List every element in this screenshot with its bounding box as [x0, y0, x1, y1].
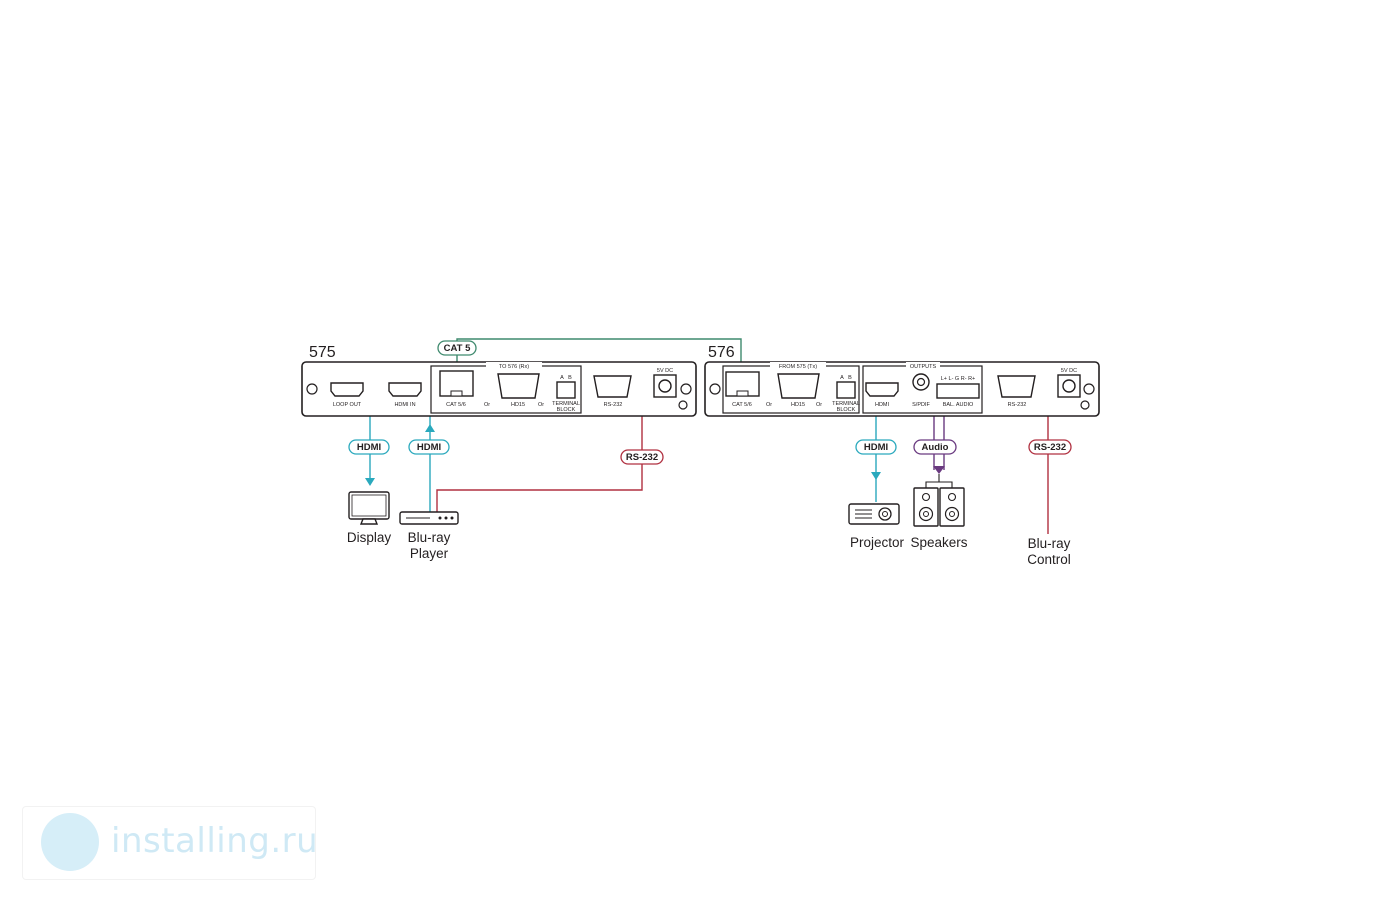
projector-icon [848, 503, 900, 525]
terminal-block-label-1-575: TERMINAL [552, 401, 580, 407]
projector-label: Projector [850, 535, 905, 550]
hd15-port-576[interactable] [777, 373, 820, 399]
terminal-a-576: A [840, 375, 844, 381]
mount-hole-576-left [709, 383, 721, 395]
from-575-title: FROM 575 (Tx) [779, 364, 817, 370]
display-label: Display [347, 530, 392, 545]
speakers-icon [913, 487, 965, 527]
to-576-title-bg [486, 362, 542, 369]
spdif-port-inner [916, 377, 926, 387]
rs232-label-576: RS-232 [1008, 402, 1027, 408]
display-icon [348, 491, 390, 525]
terminal-a-575: A [560, 375, 564, 381]
rs232-port-575[interactable] [593, 375, 632, 398]
svg-text:HDMI: HDMI [417, 442, 441, 453]
bluray-label-2: Player [410, 546, 449, 561]
terminal-block-576[interactable] [836, 381, 856, 399]
watermark-logo-icon [41, 813, 99, 871]
arrow-hdmi-in [425, 424, 435, 432]
power-label-575: 5V DC [657, 368, 673, 374]
terminal-block-label-2-575: BLOCK [557, 407, 576, 413]
svg-text:Audio: Audio [922, 442, 949, 453]
outputs-title: OUTPUTS [910, 364, 937, 370]
hdmi-out-label-576: HDMI [875, 402, 890, 408]
power-label-576: 5V DC [1061, 368, 1077, 374]
svg-text:RS-232: RS-232 [1034, 442, 1066, 453]
bal-audio-label: BAL. AUDIO [943, 402, 974, 408]
rs232-port-576[interactable] [997, 375, 1036, 398]
ground-icon-575 [678, 400, 688, 410]
tag-rs232-left: RS-232 [620, 449, 664, 465]
speakers-label: Speakers [910, 535, 967, 550]
svg-text:HDMI: HDMI [864, 442, 888, 453]
power-jack-576 [1062, 379, 1076, 393]
from-575-title-bg [770, 362, 826, 369]
terminal-b-576: B [848, 375, 852, 381]
bal-pins-label: L+ L- G R- R+ [941, 376, 976, 382]
cat56-label-575: CAT 5/6 [446, 402, 466, 408]
tag-cat5: CAT 5 [437, 340, 477, 356]
hd15-label-575: HD15 [511, 402, 525, 408]
arrow-display [365, 478, 375, 486]
outputs-title-bg [906, 362, 940, 369]
hdmi-out-port-576[interactable] [865, 382, 899, 397]
hdmi-in-label: HDMI IN [394, 402, 415, 408]
mount-hole-576-right [1083, 383, 1095, 395]
power-jack-575 [658, 379, 672, 393]
tag-hdmi-bluray: HDMI [408, 439, 450, 455]
tag-rs232-right: RS-232 [1028, 439, 1072, 455]
speaker-feed [925, 474, 953, 488]
rs232-label-575: RS-232 [604, 402, 623, 408]
mount-hole-575-right [680, 383, 692, 395]
svg-text:HDMI: HDMI [357, 442, 381, 453]
terminal-block-label-1-576: TERMINAL [832, 401, 860, 407]
hdmi-in-port[interactable] [388, 382, 422, 397]
model-575: 575 [309, 344, 336, 361]
hd15-label-576: HD15 [791, 402, 805, 408]
to-576-title: TO 576 (Rx) [499, 364, 529, 370]
cat56-port-576-tab [736, 390, 749, 397]
arrow-projector [871, 472, 881, 480]
or2-label-576: Or [816, 402, 822, 408]
cat56-label-576: CAT 5/6 [732, 402, 752, 408]
svg-text:RS-232: RS-232 [626, 452, 658, 463]
loop-out-label: LOOP OUT [333, 402, 362, 408]
svg-text:CAT 5: CAT 5 [444, 343, 471, 354]
tag-audio: Audio [913, 439, 957, 455]
or1-label-576: Or [766, 402, 772, 408]
or1-label-575: Or [484, 402, 490, 408]
bluray-control-label-1: Blu-ray [1028, 536, 1071, 551]
mount-hole-575-left [306, 383, 318, 395]
bluray-label-1: Blu-ray [408, 530, 451, 545]
or2-label-575: Or [538, 402, 544, 408]
bluray-player-icon [399, 511, 459, 525]
spdif-label: S/PDIF [912, 402, 930, 408]
loop-out-port[interactable] [330, 382, 364, 397]
terminal-b-575: B [568, 375, 572, 381]
terminal-block-575[interactable] [556, 381, 576, 399]
bluray-control-label-2: Control [1027, 552, 1071, 567]
bal-audio-port[interactable] [936, 383, 980, 399]
hd15-port-575[interactable] [497, 373, 540, 399]
watermark: installing.ru [22, 806, 319, 880]
cat56-port-575-tab [450, 390, 463, 397]
watermark-text: installing.ru [111, 821, 319, 861]
tag-hdmi-display: HDMI [348, 439, 390, 455]
arrow-speakers [933, 466, 945, 474]
terminal-block-label-2-576: BLOCK [837, 407, 856, 413]
ground-icon-576 [1080, 400, 1090, 410]
tag-hdmi-projector: HDMI [855, 439, 897, 455]
model-576: 576 [708, 344, 735, 361]
